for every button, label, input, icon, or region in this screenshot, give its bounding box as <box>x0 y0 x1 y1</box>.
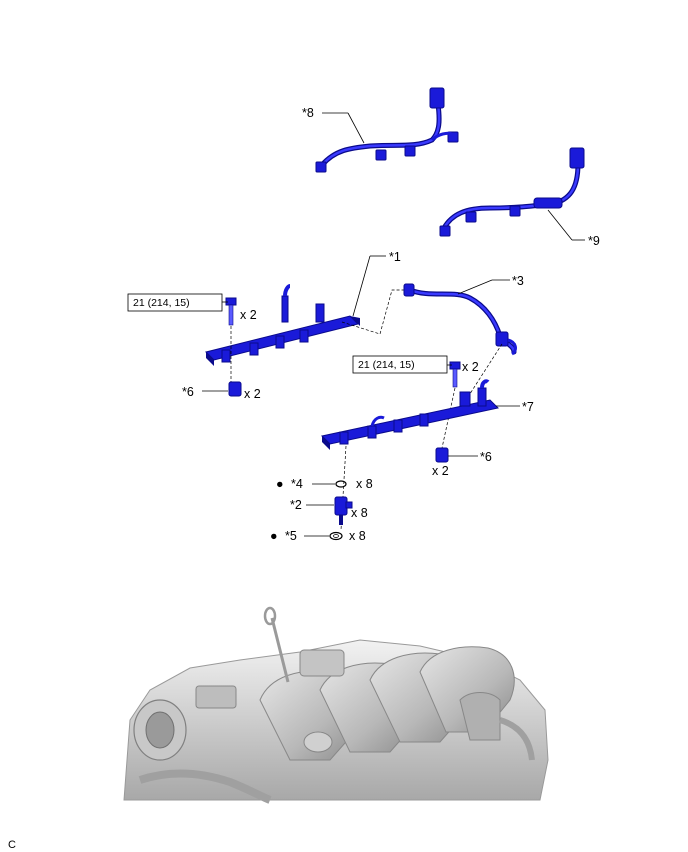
fuel-delivery-pipe-right <box>320 379 500 450</box>
collar-right-6 <box>435 447 449 463</box>
callout-label-4: *4 <box>291 477 303 491</box>
callout-7: *7 <box>496 400 534 414</box>
callout-6-right: *6 <box>448 450 492 464</box>
callout-label-7: *7 <box>522 400 534 414</box>
callout-label-9: *9 <box>588 234 600 248</box>
insulator-5 <box>329 531 343 541</box>
fuel-tube-3 <box>403 283 517 356</box>
qty-collar-left: x 2 <box>244 387 261 401</box>
fuel-delivery-pipe-left <box>205 284 360 366</box>
qty-o-ring: x 8 <box>356 477 373 491</box>
callout-8: *8 <box>302 106 365 144</box>
callout-9: *9 <box>547 209 600 248</box>
callout-label-1: *1 <box>389 250 401 264</box>
callout-3: *3 <box>457 274 524 295</box>
callout-label-5: *5 <box>285 529 297 543</box>
qty-bolt-left: x 2 <box>240 308 257 322</box>
callout-5: *5 <box>285 529 329 543</box>
qty-insulator: x 8 <box>349 529 366 543</box>
qty-injector: x 8 <box>351 506 368 520</box>
wire-harness-9 <box>439 147 585 237</box>
qty-bolt-right: x 2 <box>462 360 479 374</box>
callout-label-3: *3 <box>512 274 524 288</box>
new-part-marker-4: ● <box>276 477 284 491</box>
callout-label-8: *8 <box>302 106 314 120</box>
bolt-right <box>441 361 461 449</box>
connection-dashed-line-3-7 <box>465 343 503 401</box>
callout-4: *4 <box>291 477 335 491</box>
connection-dashed-line-1-3 <box>341 289 404 335</box>
callout-1: *1 <box>352 250 401 317</box>
fuel-injector-2 <box>334 496 353 525</box>
engine-illustration <box>123 606 549 804</box>
callout-label-6b: *6 <box>480 450 492 464</box>
torque-spec-left: 21 (214, 15) <box>127 293 228 312</box>
callout-label-6a: *6 <box>182 385 194 399</box>
callout-2: *2 <box>290 498 334 512</box>
callout-label-2: *2 <box>290 498 302 512</box>
wire-harness-8 <box>315 87 459 173</box>
new-part-marker-5: ● <box>270 529 278 543</box>
callout-6-left: *6 <box>182 385 228 399</box>
collar-left-6 <box>228 381 242 397</box>
bolt-left <box>225 297 237 382</box>
torque-value-right: 21 (214, 15) <box>358 359 415 371</box>
o-ring-4 <box>335 480 347 488</box>
torque-value-left: 21 (214, 15) <box>133 297 190 309</box>
figure-code: C <box>8 839 16 851</box>
torque-spec-right: 21 (214, 15) <box>352 355 452 374</box>
qty-collar-right: x 2 <box>432 464 449 478</box>
